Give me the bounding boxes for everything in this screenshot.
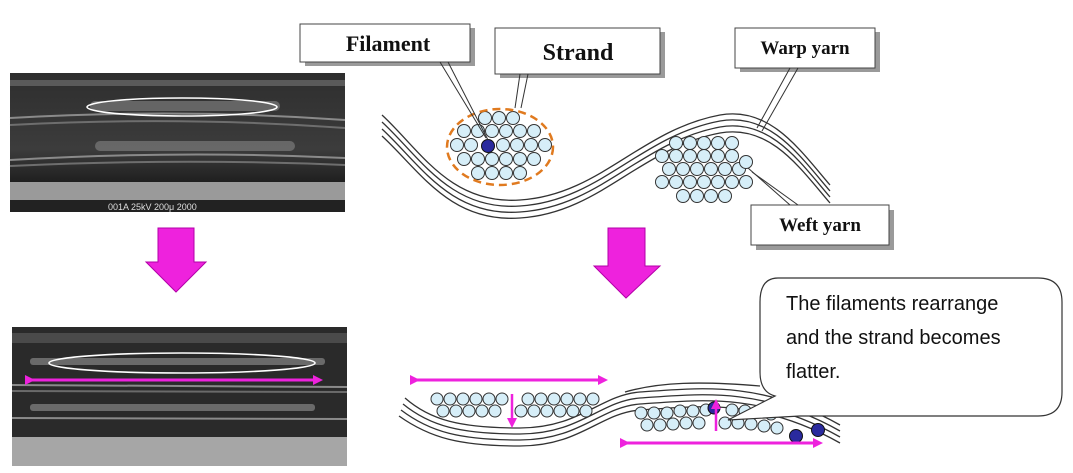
- down-arrow-left-icon: [144, 227, 208, 293]
- strand-outline-micrograph-after: [48, 352, 316, 374]
- callout-line-1: The filaments rearrange: [786, 293, 998, 315]
- warp-yarn-lines: [381, 113, 831, 219]
- filament-highlight-flat-2: [789, 429, 803, 443]
- callout-text: The filaments rearrange and the strand b…: [786, 293, 1006, 383]
- label-weft-yarn: Weft yarn: [747, 167, 894, 250]
- label-warp-yarn-text: Warp yarn: [760, 38, 850, 59]
- strand-outline: [445, 107, 555, 187]
- micrograph-scale-text: 001A 25kV 200μ 2000: [108, 202, 197, 212]
- schematic-after: [398, 375, 841, 448]
- micrograph-after: [11, 327, 348, 466]
- strand-filaments: [450, 111, 552, 180]
- label-filament-text: Filament: [346, 31, 431, 56]
- flattened-strand-filaments: [430, 392, 600, 418]
- filament-highlight-flat-1: [707, 401, 721, 415]
- micrograph-before: 001A 25kV 200μ 2000: [9, 73, 346, 212]
- label-filament: Filament: [299, 23, 489, 141]
- filament-highlight: [481, 139, 495, 153]
- label-strand: Strand: [494, 27, 665, 109]
- weft-yarn-filaments: [655, 136, 753, 203]
- label-weft-yarn-text: Weft yarn: [779, 215, 861, 236]
- schematic-before: Filament Strand Warp yarn Weft yarn: [299, 23, 894, 250]
- label-strand-text: Strand: [543, 40, 614, 66]
- label-warp-yarn: Warp yarn: [734, 27, 880, 132]
- strand-outline-micrograph-before: [86, 97, 278, 117]
- down-arrow-right-icon: [592, 227, 662, 299]
- filament-highlight-flat-3: [811, 423, 825, 437]
- callout-bubble: The filaments rearrange and the strand b…: [727, 277, 1063, 421]
- flattened-weft-filaments: [634, 403, 784, 435]
- callout-line-2: and the strand becomes: [786, 327, 1001, 349]
- callout-line-3: flatter.: [786, 361, 840, 383]
